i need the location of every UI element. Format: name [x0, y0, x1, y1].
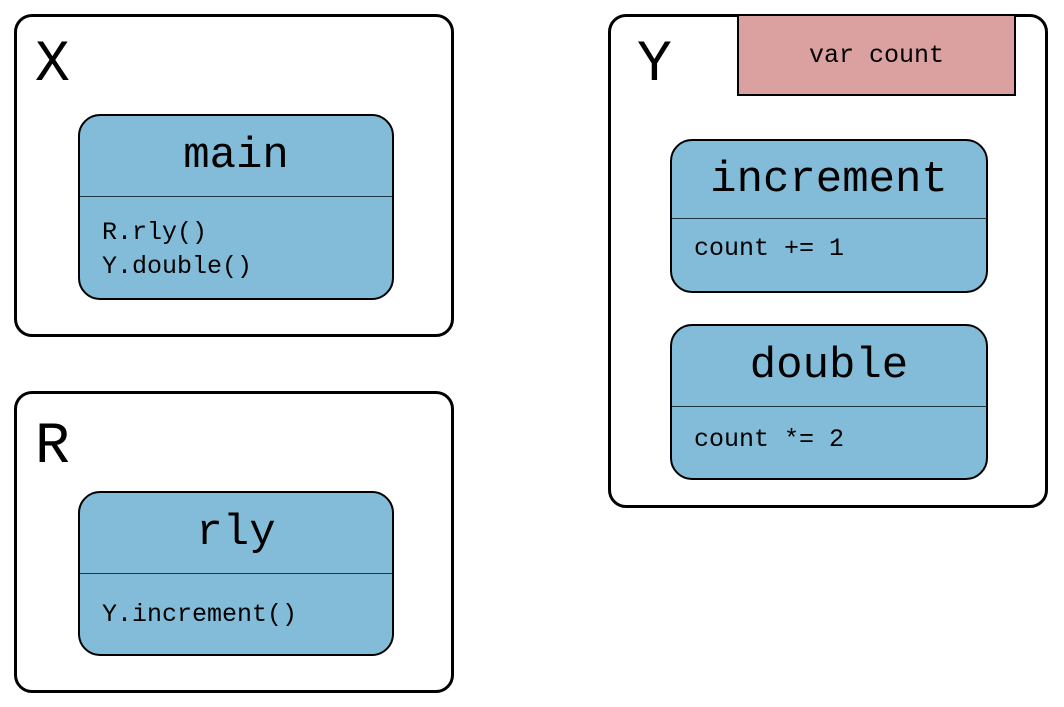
function-double: double count *= 2: [670, 324, 988, 480]
module-x: X main R.rly() Y.double(): [14, 14, 454, 337]
function-increment-title: increment: [672, 141, 986, 219]
module-x-label: X: [35, 33, 70, 98]
code-line: Y.increment(): [102, 600, 298, 629]
function-rly-title: rly: [80, 493, 392, 574]
function-double-body: count *= 2: [672, 407, 986, 457]
variable-count: var count: [737, 14, 1016, 96]
module-r-label: R: [35, 415, 70, 480]
function-rly-body: Y.increment(): [80, 574, 392, 632]
code-line: count *= 2: [694, 425, 845, 454]
function-main: main R.rly() Y.double(): [78, 114, 394, 300]
function-double-title: double: [672, 326, 986, 407]
function-main-body: R.rly() Y.double(): [80, 197, 392, 284]
module-y-label: Y: [637, 33, 672, 98]
code-line: count += 1: [694, 234, 845, 263]
module-r: R rly Y.increment(): [14, 391, 454, 693]
code-line: Y.double(): [102, 252, 253, 281]
module-y: Y var count increment count += 1 double …: [608, 14, 1048, 508]
function-increment-body: count += 1: [672, 219, 986, 266]
code-line: R.rly(): [102, 218, 208, 247]
function-rly: rly Y.increment(): [78, 491, 394, 656]
function-increment: increment count += 1: [670, 139, 988, 293]
function-main-title: main: [80, 116, 392, 197]
